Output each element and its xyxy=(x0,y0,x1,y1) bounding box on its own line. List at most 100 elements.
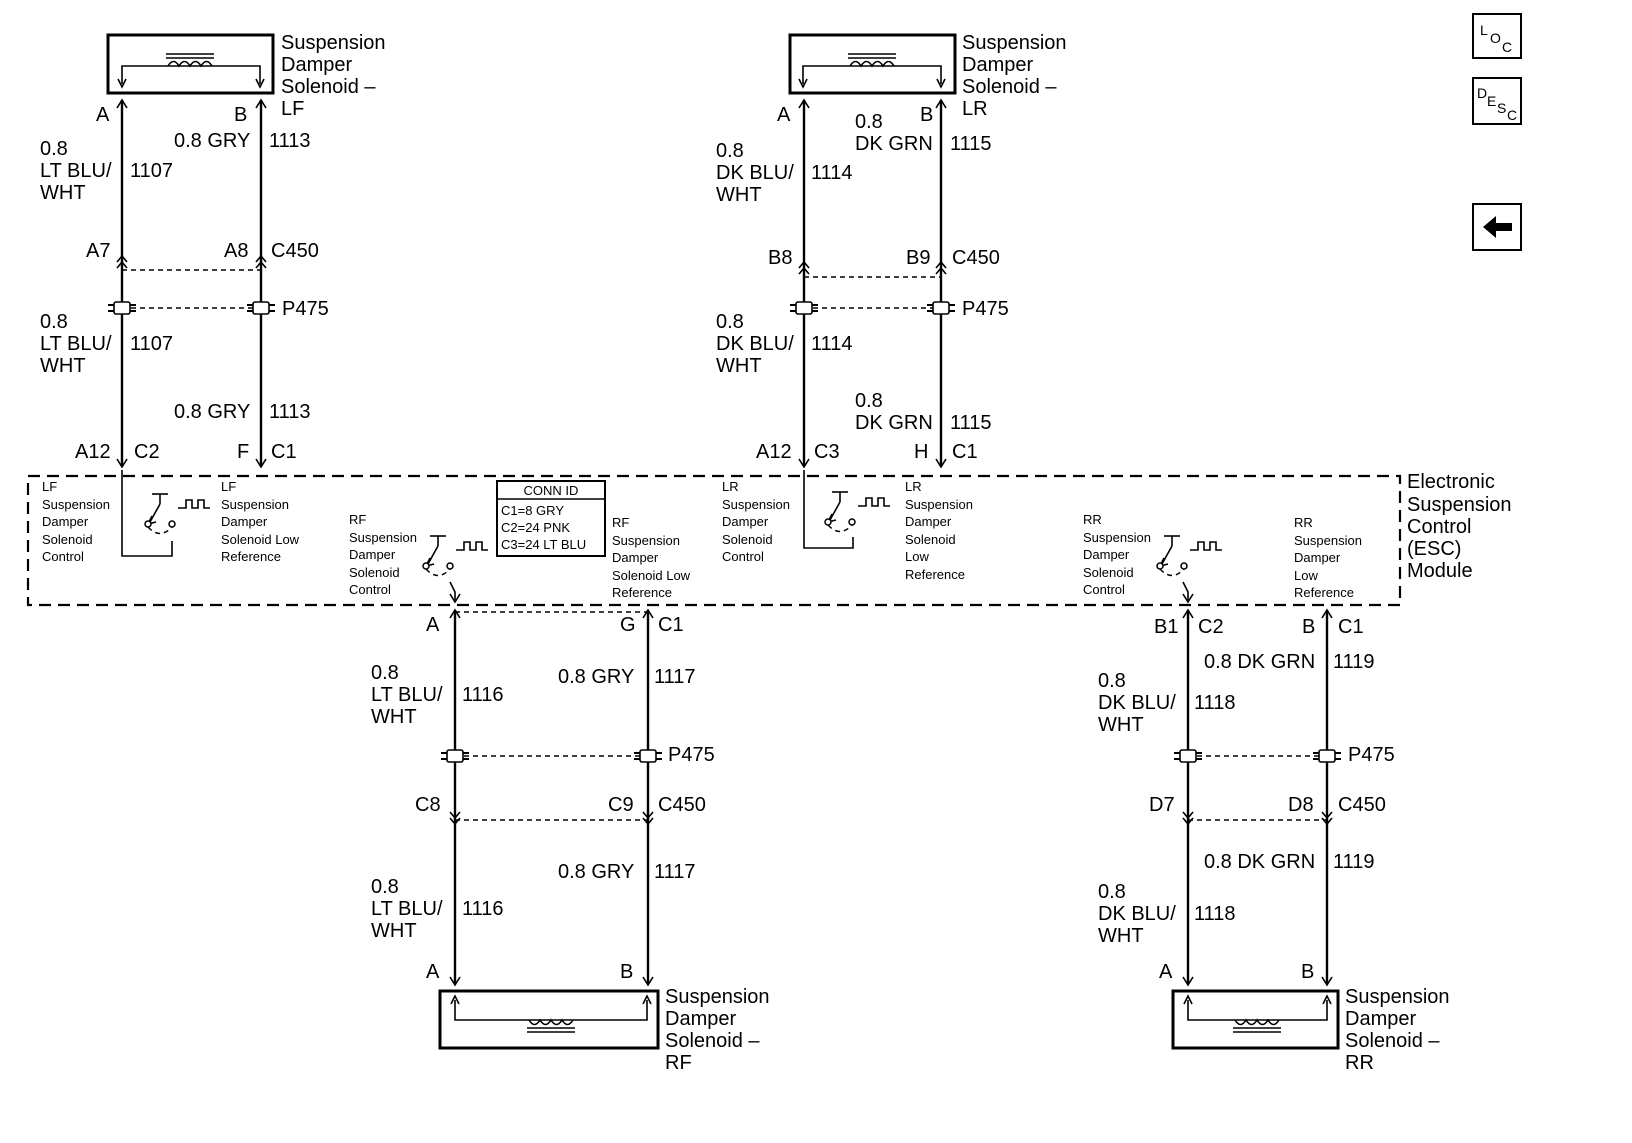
pin-label: B xyxy=(620,961,633,983)
svg-text:WHT: WHT xyxy=(1098,925,1144,947)
svg-text:0.8: 0.8 xyxy=(371,876,399,898)
connector-label: C1 xyxy=(952,441,978,463)
module-label-1: Electronic xyxy=(1407,471,1495,493)
svg-text:LT BLU/: LT BLU/ xyxy=(371,684,443,706)
svg-text:LT BLU/: LT BLU/ xyxy=(40,160,112,182)
rf-ref-label: RF Suspension Damper Solenoid Low Refere… xyxy=(612,515,691,600)
svg-text:Control: Control xyxy=(1083,582,1125,597)
svg-text:LF: LF xyxy=(221,479,236,494)
module-label-3: Control xyxy=(1407,516,1471,538)
solenoid-rf-label-4: RF xyxy=(665,1052,692,1074)
internal-labels: LF Suspension Damper Solenoid Control LF… xyxy=(42,479,1362,600)
svg-text:1117: 1117 xyxy=(654,861,696,883)
conn-id-c1: C1=8 GRY xyxy=(501,503,564,518)
connector-labels: C450 C450 C450 C450 P475 P475 P475 P475 … xyxy=(134,240,1395,816)
svg-text:0.8: 0.8 xyxy=(1098,881,1126,903)
svg-text:Reference: Reference xyxy=(221,549,281,564)
svg-text:Damper: Damper xyxy=(1083,547,1130,562)
svg-text:0.8: 0.8 xyxy=(716,311,744,333)
svg-text:LR: LR xyxy=(905,479,922,494)
pin-label: D7 xyxy=(1149,794,1175,816)
svg-text:DK GRN: DK GRN xyxy=(855,133,933,155)
pin-label: A xyxy=(777,104,791,126)
svg-text:DK BLU/: DK BLU/ xyxy=(1098,903,1176,925)
wire-lines xyxy=(120,100,1329,984)
lr-ref-label: LR Suspension Damper Solenoid Low Refere… xyxy=(905,479,973,582)
solenoid-lr-label-4: LR xyxy=(962,98,988,120)
pin-label: C8 xyxy=(415,794,441,816)
lf-ctrl-label: LF Suspension Damper Solenoid Control xyxy=(42,479,110,564)
back-button[interactable] xyxy=(1472,203,1522,251)
solenoid-rf-label-3: Solenoid – xyxy=(665,1030,760,1052)
svg-text:Control: Control xyxy=(349,582,391,597)
svg-text:RR: RR xyxy=(1083,512,1102,527)
svg-text:LR: LR xyxy=(722,479,739,494)
svg-text:RR: RR xyxy=(1294,515,1313,530)
svg-text:Damper: Damper xyxy=(349,547,396,562)
pin-label: B xyxy=(1301,961,1314,983)
lf-ref-label: LF Suspension Damper Solenoid Low Refere… xyxy=(221,479,300,564)
loc-label-o: O xyxy=(1490,30,1501,46)
solenoid-lf-label-1: Suspension xyxy=(281,32,386,54)
esc-module: Electronic Suspension Control (ESC) Modu… xyxy=(26,471,1512,607)
connector-label: P475 xyxy=(962,298,1009,320)
svg-text:WHT: WHT xyxy=(371,920,417,942)
svg-text:1113: 1113 xyxy=(269,401,311,423)
pwm-switch-icon xyxy=(144,493,211,535)
svg-text:1117: 1117 xyxy=(654,666,696,688)
loc-label-c: C xyxy=(1502,39,1512,55)
svg-text:1116: 1116 xyxy=(462,684,504,706)
svg-text:Solenoid: Solenoid xyxy=(905,532,956,547)
pin-label: A12 xyxy=(756,441,792,463)
svg-text:Solenoid: Solenoid xyxy=(1083,565,1134,580)
svg-text:Suspension: Suspension xyxy=(722,497,790,512)
solenoid-lf-label-4: LF xyxy=(281,98,304,120)
pin-label: A8 xyxy=(224,240,248,262)
svg-text:1107: 1107 xyxy=(130,160,173,182)
svg-text:1113: 1113 xyxy=(269,130,311,152)
rr-ref-label: RR Suspension Damper Low Reference xyxy=(1294,515,1362,600)
solenoid-lr: Suspension Damper Solenoid – LR xyxy=(788,32,1067,120)
module-label-5: Module xyxy=(1407,560,1473,582)
svg-text:Damper: Damper xyxy=(905,514,952,529)
svg-text:Low: Low xyxy=(1294,568,1318,583)
connector-label: C450 xyxy=(658,794,706,816)
desc-button[interactable]: D E S C xyxy=(1472,77,1522,125)
connector-label: C1 xyxy=(271,441,297,463)
wire-labels: 0.8 LT BLU/ WHT 1107 0.8 LT BLU/ WHT 110… xyxy=(40,111,1375,947)
svg-text:1114: 1114 xyxy=(811,333,853,355)
svg-text:RF: RF xyxy=(349,512,366,527)
svg-text:Damper: Damper xyxy=(612,550,659,565)
solenoid-rr-label-4: RR xyxy=(1345,1052,1374,1074)
solenoid-rf: Suspension Damper Solenoid – RF xyxy=(438,986,770,1074)
svg-text:Damper: Damper xyxy=(42,514,89,529)
rr-ctrl-label: RR Suspension Damper Solenoid Control xyxy=(1083,512,1151,597)
pin-label: A12 xyxy=(75,441,111,463)
loc-button[interactable]: L O C xyxy=(1472,13,1522,59)
conn-id-c2: C2=24 PNK xyxy=(501,520,570,535)
pin-label: G xyxy=(620,614,636,636)
svg-text:Solenoid: Solenoid xyxy=(42,532,93,547)
pin-label: B xyxy=(920,104,933,126)
svg-text:Reference: Reference xyxy=(1294,585,1354,600)
svg-text:Solenoid: Solenoid xyxy=(349,565,400,580)
svg-text:0.8 GRY: 0.8 GRY xyxy=(174,401,250,423)
pin-label: B1 xyxy=(1154,616,1178,638)
pin-labels: A B A B A7 A8 B8 B9 A12 F A12 H A G B1 B… xyxy=(75,104,1315,983)
svg-text:WHT: WHT xyxy=(40,355,86,377)
svg-text:Reference: Reference xyxy=(905,567,965,582)
svg-text:Low: Low xyxy=(905,549,929,564)
svg-text:Damper: Damper xyxy=(722,514,769,529)
solenoid-rr-label-1: Suspension xyxy=(1345,986,1450,1008)
svg-text:LF: LF xyxy=(42,479,57,494)
connector-label: C3 xyxy=(814,441,840,463)
svg-text:DK BLU/: DK BLU/ xyxy=(716,162,794,184)
svg-text:WHT: WHT xyxy=(371,706,417,728)
solenoid-lf-label-2: Damper xyxy=(281,54,352,76)
svg-text:Suspension: Suspension xyxy=(349,530,417,545)
connector-label: C1 xyxy=(658,614,684,636)
desc-label-e: E xyxy=(1487,93,1496,109)
svg-text:1114: 1114 xyxy=(811,162,853,184)
conn-id-c3: C3=24 LT BLU xyxy=(501,537,586,552)
